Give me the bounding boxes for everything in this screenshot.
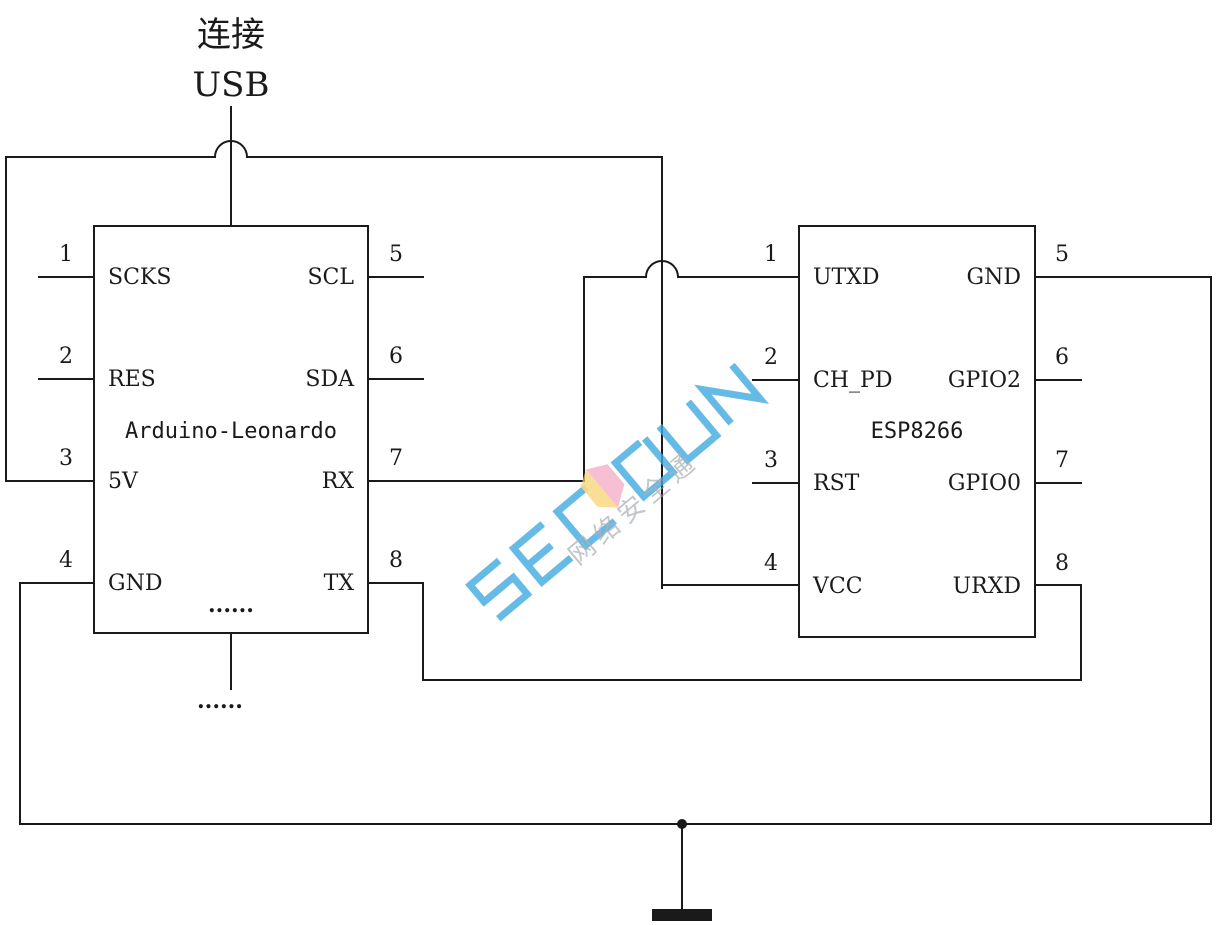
pin-number: 2 xyxy=(764,345,778,370)
arduino-name: Arduino-Leonardo xyxy=(125,419,337,444)
pin-label: GND xyxy=(108,571,162,596)
arduino-more-below: ...... xyxy=(197,688,243,714)
wire-tx-urxd xyxy=(368,582,1082,681)
pin-label: VCC xyxy=(812,574,863,599)
esp-pin-3: 3 RST xyxy=(752,448,860,496)
watermark: 网络安全通 xyxy=(465,362,769,622)
esp-pin-2: 2 CH_PD xyxy=(752,345,892,393)
esp-pin-1: 1 UTXD xyxy=(752,242,880,290)
pin-number: 1 xyxy=(59,242,73,267)
arduino-pin-1: 1 SCKS xyxy=(38,242,171,290)
arduino-pin-5: 5 SCL xyxy=(307,242,424,290)
pin-label: SCL xyxy=(307,265,354,290)
pin-number: 6 xyxy=(1055,345,1069,370)
pin-number: 3 xyxy=(764,448,778,473)
pin-label: GND xyxy=(967,265,1021,290)
esp-name: ESP8266 xyxy=(871,419,964,444)
pin-number: 6 xyxy=(389,344,403,369)
arduino-pin-6: 6 SDA xyxy=(305,344,424,392)
pin-label: 5V xyxy=(108,469,139,494)
pin-label: SCKS xyxy=(108,265,171,290)
esp-pin-4: 4 VCC xyxy=(764,551,863,599)
pin-label: URXD xyxy=(953,574,1021,599)
esp-block xyxy=(798,225,1036,638)
arduino-pin-2: 2 RES xyxy=(38,344,156,392)
pin-number: 1 xyxy=(764,242,778,267)
pin-label: GPIO0 xyxy=(948,471,1021,496)
ground-symbol xyxy=(652,909,712,921)
pin-number: 5 xyxy=(1055,242,1069,267)
arduino-pin-4: 4 GND xyxy=(38,548,162,596)
usb-label: USB xyxy=(193,65,270,105)
pin-number: 2 xyxy=(59,344,73,369)
pin-label: GPIO2 xyxy=(948,368,1021,393)
wire-5v-vcc xyxy=(5,140,663,589)
pin-number: 7 xyxy=(389,446,403,471)
pin-label: RST xyxy=(813,471,860,496)
arduino-pin-8: 8 TX xyxy=(324,548,403,596)
pin-label: SDA xyxy=(305,367,355,392)
pin-label: RES xyxy=(108,367,156,392)
arduino-pin-3: 3 5V xyxy=(38,446,139,494)
esp-pin-8: 8 URXD xyxy=(953,551,1069,599)
pin-number: 8 xyxy=(1055,551,1069,576)
pin-number: 8 xyxy=(389,548,403,573)
esp-pin-6: 6 GPIO2 xyxy=(948,345,1082,393)
pin-label: CH_PD xyxy=(813,368,892,393)
esp-pin-7: 7 GPIO0 xyxy=(948,448,1082,496)
watermark-logo xyxy=(465,362,769,622)
arduino-more-pins: ...... xyxy=(208,592,254,618)
pin-number: 4 xyxy=(764,551,778,576)
pin-number: 5 xyxy=(389,242,403,267)
wire-gnd xyxy=(19,276,1212,825)
pin-label: TX xyxy=(324,571,355,596)
wire-rx-utxd xyxy=(368,260,799,482)
usb-label-cn: 连接 xyxy=(197,15,265,55)
pin-number: 3 xyxy=(59,446,73,471)
pin-number: 7 xyxy=(1055,448,1069,473)
pin-label: UTXD xyxy=(813,265,880,290)
pin-label: RX xyxy=(322,469,355,494)
arduino-pin-7: 7 RX xyxy=(322,446,403,494)
pin-number: 4 xyxy=(59,548,73,573)
esp-pin-5: 5 GND xyxy=(967,242,1069,290)
